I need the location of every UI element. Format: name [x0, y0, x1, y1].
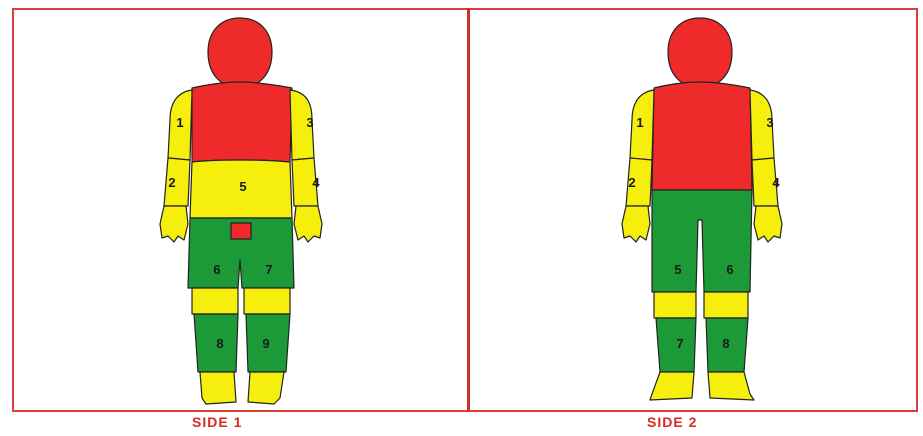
zone-label-6: 6 — [726, 262, 733, 277]
zone-label-4: 4 — [312, 175, 320, 190]
upper-legs-zone — [652, 190, 752, 292]
left-hand — [622, 206, 650, 242]
zone-label-3: 3 — [766, 115, 773, 130]
left-foot — [200, 372, 236, 404]
right-hand — [294, 206, 322, 242]
zone-label-4: 4 — [772, 175, 780, 190]
left-knee-zone — [192, 288, 238, 314]
groin-zone — [231, 223, 251, 239]
torso-upper-zone — [192, 82, 292, 162]
zone-label-8: 8 — [722, 336, 729, 351]
zone-label-5: 5 — [239, 179, 246, 194]
body-figure-side-2: 1 2 3 4 5 6 7 8 — [600, 10, 810, 410]
head-zone — [668, 18, 732, 90]
side-1-caption: SIDE 1 — [192, 414, 242, 430]
zone-label-5: 5 — [674, 262, 681, 277]
right-foot — [708, 372, 754, 400]
zone-label-1: 1 — [636, 115, 643, 130]
right-knee-zone — [244, 288, 290, 314]
body-figure-side-1: 1 2 3 4 5 6 7 8 9 — [140, 10, 350, 410]
side-2-caption: SIDE 2 — [647, 414, 697, 430]
zone-label-2: 2 — [628, 175, 635, 190]
back-zone — [652, 82, 752, 190]
right-knee-zone — [704, 292, 748, 318]
panel-divider — [467, 8, 470, 412]
head-zone — [208, 18, 272, 90]
zone-label-8: 8 — [216, 336, 223, 351]
right-hand — [754, 206, 782, 242]
zone-label-1: 1 — [176, 115, 183, 130]
zone-label-3: 3 — [306, 115, 313, 130]
left-knee-zone — [654, 292, 696, 318]
zone-label-6: 6 — [213, 262, 220, 277]
zone-label-9: 9 — [262, 336, 269, 351]
zone-label-7: 7 — [265, 262, 272, 277]
zone-label-7: 7 — [676, 336, 683, 351]
zone-label-2: 2 — [168, 175, 175, 190]
left-hand — [160, 206, 188, 242]
right-foot — [248, 372, 284, 404]
left-foot — [650, 372, 694, 400]
